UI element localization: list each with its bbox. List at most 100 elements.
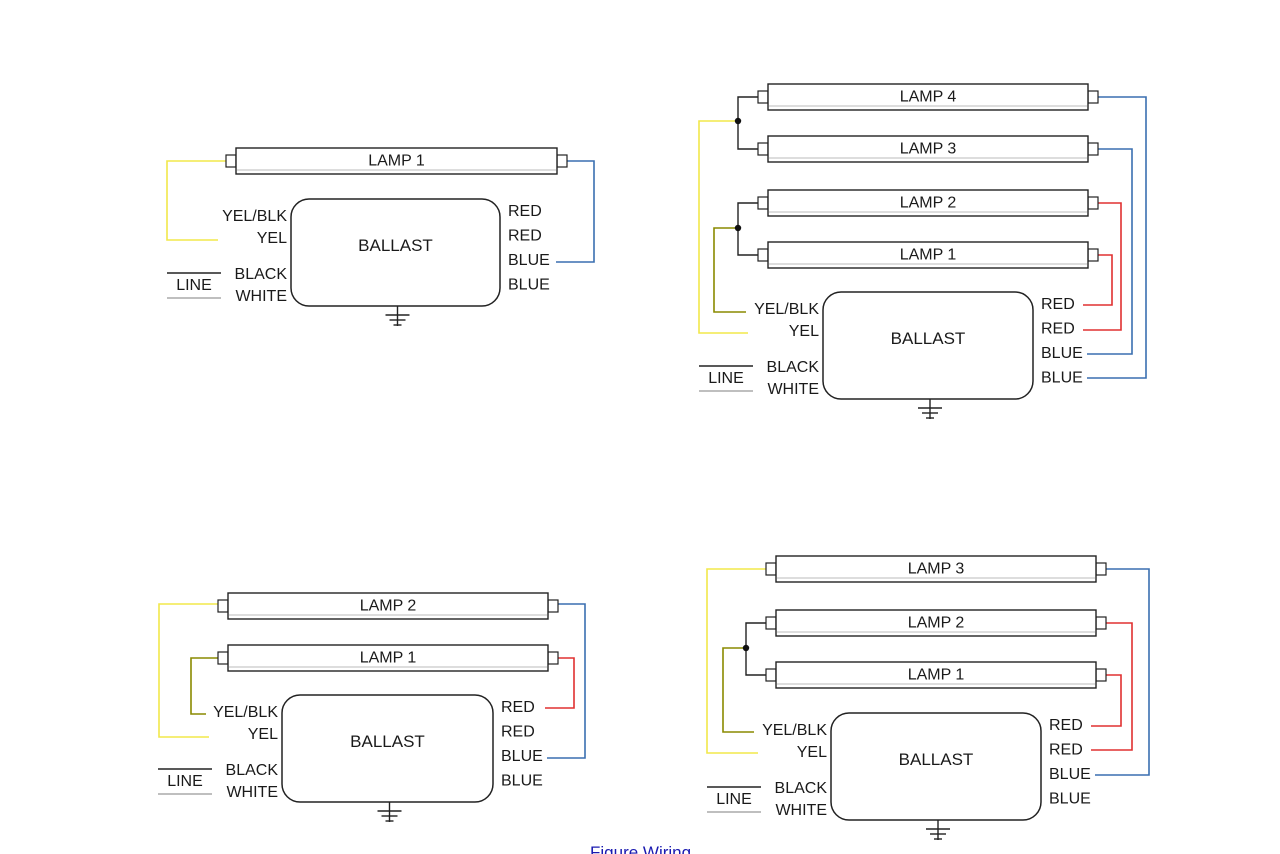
ballast-label: BALLAST bbox=[891, 329, 966, 348]
red-label-2: RED bbox=[1041, 321, 1075, 338]
red-label-1: RED bbox=[1049, 717, 1083, 734]
lamp-label: LAMP 4 bbox=[900, 89, 957, 106]
lamp-label: LAMP 2 bbox=[360, 598, 417, 615]
lamp-pin-left bbox=[765, 616, 777, 630]
lamp-pin-right bbox=[1087, 196, 1099, 210]
lamp-label: LAMP 2 bbox=[900, 195, 957, 212]
lamp-1: LAMP 1 bbox=[225, 147, 568, 175]
blue-label-2: BLUE bbox=[508, 277, 550, 294]
ballast: BALLASTYEL/BLKYELBLACKWHITELINEREDREDBLU… bbox=[158, 694, 543, 822]
lamp-label: LAMP 1 bbox=[900, 247, 957, 264]
lamp-pin-left bbox=[765, 668, 777, 682]
blue-wire bbox=[547, 603, 586, 759]
lamp-2: LAMP 2 bbox=[217, 592, 559, 620]
blue-label-1: BLUE bbox=[1049, 766, 1091, 783]
lamp-pin-right bbox=[1095, 562, 1107, 576]
yel-blk-wire bbox=[190, 657, 222, 715]
white-label: WHITE bbox=[767, 381, 819, 398]
lamp-3: LAMP 3 bbox=[757, 135, 1099, 163]
blue-label-1: BLUE bbox=[1041, 345, 1083, 362]
blue-wire bbox=[556, 160, 595, 263]
ballast-box bbox=[822, 291, 1034, 400]
lamp-1: LAMP 1 bbox=[757, 241, 1099, 269]
lamp-pin-right bbox=[1087, 90, 1099, 104]
white-label: WHITE bbox=[775, 802, 827, 819]
red-wire-lamp-2 bbox=[1083, 202, 1122, 331]
red-label-1: RED bbox=[501, 699, 535, 716]
junction-dot bbox=[734, 117, 742, 125]
lamp-pin-left bbox=[757, 248, 769, 262]
lamp-label: LAMP 1 bbox=[360, 650, 417, 667]
lamp-pin-left bbox=[757, 196, 769, 210]
blue-label-2: BLUE bbox=[1041, 370, 1083, 387]
diagram-one-lamp: LAMP 1 BALLAST YEL/BLK YEL BLACK WHITE LINE RED… bbox=[166, 147, 595, 326]
ballast-label: BALLAST bbox=[358, 236, 433, 255]
lamp-pin-right bbox=[547, 599, 559, 613]
blue-wire-lamp-3 bbox=[1087, 148, 1133, 355]
red-label-2: RED bbox=[508, 228, 542, 245]
black-label: BLACK bbox=[235, 266, 288, 283]
yel-blk-label: YEL/BLK bbox=[213, 704, 278, 721]
blue-wire bbox=[1095, 568, 1150, 776]
ballast: BALLASTYEL/BLKYELBLACKWHITELINEREDREDBLU… bbox=[699, 291, 1083, 419]
blue-label-2: BLUE bbox=[501, 773, 543, 790]
ballast-box bbox=[281, 694, 494, 803]
ground-icon bbox=[918, 399, 942, 419]
lamp-label: LAMP 1 bbox=[908, 667, 965, 684]
lamp-pin-right bbox=[547, 651, 559, 665]
black-label: BLACK bbox=[775, 780, 828, 797]
lamp-label: LAMP 1 bbox=[368, 153, 425, 170]
ballast-box bbox=[830, 712, 1042, 821]
lamp-pin-right bbox=[1095, 668, 1107, 682]
ballast-label: BALLAST bbox=[899, 750, 974, 769]
yel-label: YEL bbox=[797, 744, 827, 761]
lamp-pin-right bbox=[1095, 616, 1107, 630]
ground-icon bbox=[385, 306, 410, 326]
junction-wire-lower bbox=[737, 202, 764, 256]
red-label-2: RED bbox=[501, 724, 535, 741]
red-wire-lamp-2 bbox=[1091, 622, 1133, 751]
lamp-label: LAMP 3 bbox=[900, 141, 957, 158]
blue-label-2: BLUE bbox=[1049, 791, 1091, 808]
junction-dot bbox=[742, 644, 750, 652]
yel-blk-wire bbox=[722, 647, 754, 733]
lamp-pin-right bbox=[1087, 248, 1099, 262]
lamp-pin-right bbox=[556, 154, 568, 168]
lamp-pin-right bbox=[1087, 142, 1099, 156]
lamp-pin-left bbox=[217, 599, 229, 613]
lamp-pin-left bbox=[765, 562, 777, 576]
yellow-wire bbox=[158, 603, 222, 738]
diagram-four-lamp: LAMP 4 LAMP 3 LAMP 2 LAMP 1 BALLAST YEL/BLK YE… bbox=[698, 83, 1147, 419]
lamp-2: LAMP 2 bbox=[757, 189, 1099, 217]
line-label: LINE bbox=[716, 791, 752, 808]
white-label: WHITE bbox=[235, 288, 287, 305]
junction-wire bbox=[745, 622, 772, 676]
lamp-pin-left bbox=[225, 154, 237, 168]
yellow-wire bbox=[166, 160, 231, 241]
blue-label-1: BLUE bbox=[508, 252, 550, 269]
junction-dot bbox=[734, 224, 742, 232]
black-label: BLACK bbox=[226, 762, 279, 779]
red-label-2: RED bbox=[1049, 742, 1083, 759]
blue-label-1: BLUE bbox=[501, 748, 543, 765]
black-label: BLACK bbox=[767, 359, 820, 376]
line-label: LINE bbox=[167, 773, 203, 790]
line-label: LINE bbox=[176, 277, 212, 294]
white-label: WHITE bbox=[226, 784, 278, 801]
lamp-1: LAMP 1 bbox=[765, 661, 1107, 689]
yel-blk-label: YEL/BLK bbox=[222, 208, 287, 225]
ballast: BALLASTYEL/BLKYELBLACKWHITELINEREDREDBLU… bbox=[167, 198, 550, 326]
red-wire-lamp-1 bbox=[1091, 674, 1122, 727]
lamp-pin-left bbox=[757, 142, 769, 156]
yel-blk-label: YEL/BLK bbox=[754, 301, 819, 318]
yel-blk-wire bbox=[713, 227, 746, 313]
yel-blk-label: YEL/BLK bbox=[762, 722, 827, 739]
lamp-pin-left bbox=[217, 651, 229, 665]
yel-label: YEL bbox=[257, 230, 287, 247]
lamp-2: LAMP 2 bbox=[765, 609, 1107, 637]
lamp-label: LAMP 2 bbox=[908, 615, 965, 632]
yel-label: YEL bbox=[789, 323, 819, 340]
